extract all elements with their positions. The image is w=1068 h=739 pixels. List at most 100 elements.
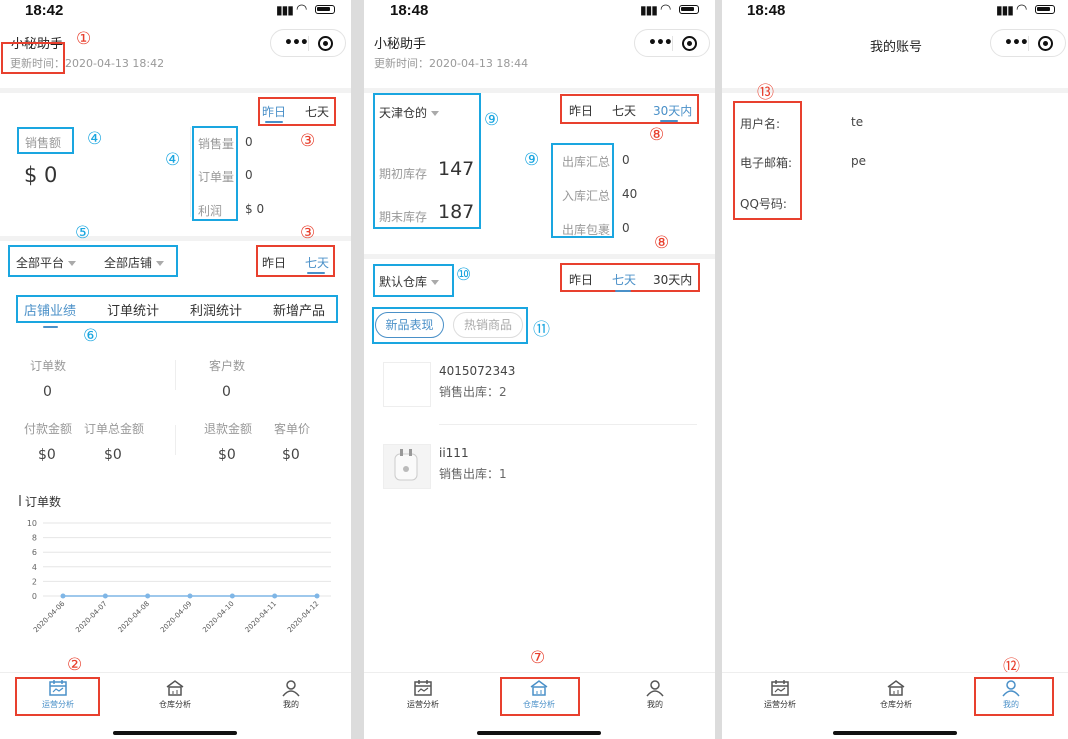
marker-10: ⑩ — [456, 265, 472, 285]
tab-seven-days[interactable]: 七天 — [612, 104, 637, 118]
wifi-icon: ◠ — [296, 2, 307, 17]
app-title: 小秘助手 — [11, 37, 64, 52]
status-time: 18:48 — [747, 2, 786, 19]
marker-8: ⑧ — [649, 125, 665, 145]
product-name[interactable]: 4015072343 — [439, 364, 516, 378]
close-target-icon[interactable] — [1038, 36, 1053, 51]
nav-mine[interactable]: 我的 — [261, 679, 321, 710]
more-icon[interactable]: ••• — [1004, 35, 1029, 51]
annotation-box — [551, 143, 614, 238]
closing-value: 187 — [438, 201, 475, 223]
warehouse-label: 天津仓的 — [379, 106, 428, 120]
tab-order-stats[interactable]: 订单统计 — [107, 304, 160, 319]
annotation-box — [192, 126, 238, 221]
tab-yesterday[interactable]: 昨日 — [262, 256, 287, 270]
nav-label: 仓库分析 — [523, 700, 555, 709]
marker-11: ⑪ — [533, 320, 550, 340]
y-tick-label: 10 — [27, 519, 37, 528]
x-tick-label: 2020-04-12 — [286, 600, 320, 634]
data-point[interactable] — [314, 593, 320, 599]
metric-label: 出库汇总 — [562, 155, 611, 169]
close-target-icon[interactable] — [682, 36, 697, 51]
warehouse-icon — [166, 680, 184, 696]
data-point[interactable] — [102, 593, 108, 599]
x-tick-label: 2020-04-11 — [244, 600, 278, 634]
tab-yesterday[interactable]: 昨日 — [262, 105, 287, 119]
customers-label: 客户数 — [209, 359, 246, 373]
nav-warehouse[interactable]: 仓库分析 — [145, 679, 205, 710]
marker-3b: ③ — [300, 223, 316, 243]
tab-new-products[interactable]: 新品表现 — [375, 312, 444, 338]
store-dropdown[interactable]: 全部店铺 — [104, 254, 165, 271]
screen-warehouse: 18:48 ▮▮▮ ◠ 小秘助手 更新时间：2020-04-13 18:44 •… — [364, 0, 715, 739]
nav-operations[interactable]: 运营分析 — [750, 679, 810, 710]
x-tick-label: 2020-04-10 — [201, 600, 235, 634]
nav-operations[interactable]: 运营分析 — [393, 679, 453, 710]
screen-operations: 18:42 ▮▮▮ ◠ 小秘助手 ① 更新时间：2020-04-13 18:42… — [0, 0, 351, 739]
product-thumbnail[interactable] — [383, 444, 431, 489]
platform-label: 全部平台 — [16, 256, 65, 270]
mini-program-capsule[interactable]: ••• — [634, 29, 710, 57]
email-value: pe — [851, 154, 866, 168]
tab-thirty-days[interactable]: 30天内 — [653, 273, 693, 287]
marker-4: ④ — [87, 129, 103, 149]
data-point[interactable] — [229, 593, 235, 599]
data-point[interactable] — [272, 593, 278, 599]
data-point[interactable] — [60, 593, 66, 599]
tab-thirty-days[interactable]: 30天内 — [653, 104, 693, 118]
more-icon[interactable]: ••• — [284, 35, 309, 51]
tab-seven-days[interactable]: 七天 — [612, 273, 637, 287]
nav-mine[interactable]: 我的 — [981, 679, 1041, 710]
tab-profit-stats[interactable]: 利润统计 — [190, 304, 243, 319]
chevron-down-icon — [431, 111, 440, 116]
metric-value: 0 — [622, 221, 630, 235]
data-point[interactable] — [145, 593, 151, 599]
tab-seven-days[interactable]: 七天 — [305, 256, 330, 270]
marker-8b: ⑧ — [654, 233, 670, 253]
status-time: 18:42 — [25, 2, 64, 19]
more-icon[interactable]: ••• — [648, 35, 673, 51]
annotation-box — [256, 245, 335, 277]
annotation-box — [8, 245, 178, 277]
nav-operations[interactable]: 运营分析 — [28, 679, 88, 710]
annotation-box — [258, 97, 336, 126]
tab-seven-days[interactable]: 七天 — [305, 105, 330, 119]
metric-label: 销售量 — [198, 137, 235, 151]
mini-program-capsule[interactable]: ••• — [990, 29, 1066, 57]
home-indicator — [833, 731, 957, 735]
warehouse-dropdown[interactable]: 天津仓的 — [379, 104, 440, 121]
marker-3: ③ — [300, 131, 316, 151]
marker-5: ⑤ — [75, 223, 91, 243]
tab-yesterday[interactable]: 昨日 — [569, 104, 594, 118]
tab-yesterday[interactable]: 昨日 — [569, 273, 594, 287]
product-thumbnail[interactable] — [383, 362, 431, 407]
annotation-box — [373, 264, 454, 297]
default-warehouse-dropdown[interactable]: 默认仓库 — [379, 273, 440, 290]
tab-hot-products[interactable]: 热销商品 — [453, 312, 523, 338]
y-tick-label: 4 — [32, 563, 37, 572]
product-name[interactable]: ii111 — [439, 446, 469, 460]
platform-dropdown[interactable]: 全部平台 — [16, 254, 77, 271]
store-label: 全部店铺 — [104, 256, 153, 270]
bottom-nav: 运营分析 仓库分析 我的 — [364, 672, 715, 739]
nav-warehouse[interactable]: 仓库分析 — [509, 679, 569, 710]
opening-label: 期初库存 — [379, 167, 428, 181]
y-tick-label: 8 — [32, 534, 37, 543]
x-tick-label: 2020-04-07 — [74, 600, 108, 634]
tab-store-performance[interactable]: 店铺业绩 — [24, 304, 77, 319]
nav-mine[interactable]: 我的 — [625, 679, 685, 710]
annotation-box — [974, 677, 1054, 716]
nav-warehouse[interactable]: 仓库分析 — [866, 679, 926, 710]
calendar-chart-icon — [49, 680, 67, 696]
metric-label: 出库包裹 — [562, 223, 611, 237]
marker-9b: ⑨ — [524, 150, 540, 170]
x-tick-label: 2020-04-06 — [32, 599, 67, 634]
customers-value: 0 — [222, 384, 231, 400]
paid-value: $0 — [38, 447, 56, 463]
mini-program-capsule[interactable]: ••• — [270, 29, 346, 57]
data-point[interactable] — [187, 593, 193, 599]
app-title: 小秘助手 — [374, 37, 427, 52]
tab-new-products[interactable]: 新增产品 — [273, 304, 326, 319]
chart-title: 订单数 — [25, 495, 62, 509]
close-target-icon[interactable] — [318, 36, 333, 51]
